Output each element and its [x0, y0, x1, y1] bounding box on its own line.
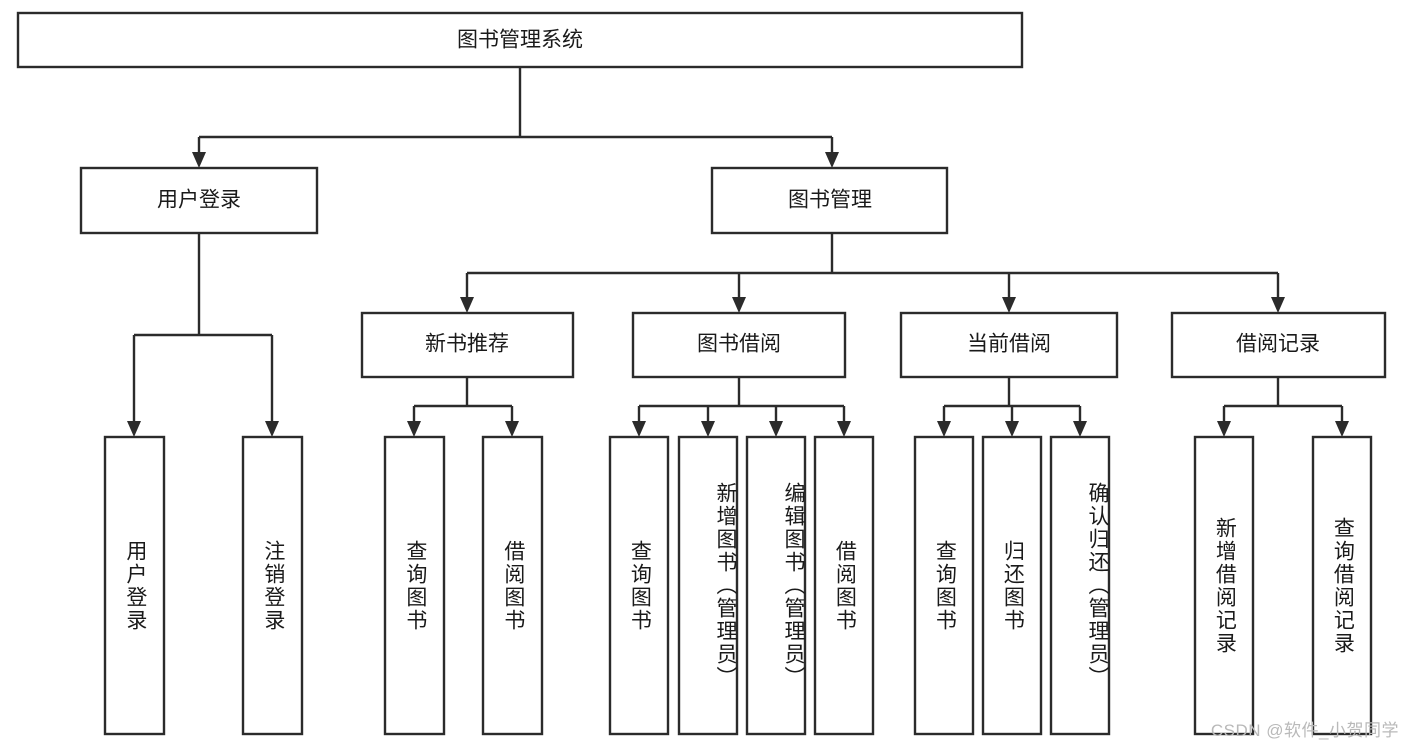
arrow-head-new-book-rec: [460, 297, 474, 313]
node-book-borrow[interactable]: 图书借阅: [631, 311, 847, 379]
node-book-manage[interactable]: 图书管理: [710, 166, 949, 235]
node-leaf-user-login-box[interactable]: [103, 435, 166, 736]
node-leaf-user-logout-box[interactable]: [241, 435, 304, 736]
arrow-head-leaf-rec-borrow-book: [505, 421, 519, 437]
node-current-borrow-box[interactable]: [899, 311, 1119, 379]
node-leaf-record-query-box[interactable]: [1311, 435, 1373, 736]
node-book-borrow-label: 图书借阅: [697, 333, 781, 356]
arrow-head-leaf-current-query-book: [937, 421, 951, 437]
arrow-head-leaf-borrow-add-book: [701, 421, 715, 437]
node-leaf-borrow-query-book-box[interactable]: [608, 435, 670, 736]
connector-new-book-rec-to-leaves: [412, 377, 514, 421]
node-user-login[interactable]: 用户登录: [79, 166, 319, 235]
node-leaf-current-confirm-return-box[interactable]: [1049, 435, 1111, 736]
arrow-head-leaf-borrow-edit-book: [769, 421, 783, 437]
node-root[interactable]: 图书管理系统: [16, 11, 1024, 69]
arrow-head-leaf-record-add: [1217, 421, 1231, 437]
node-leaf-record-add-box[interactable]: [1193, 435, 1255, 736]
node-book-manage-box[interactable]: [710, 166, 949, 235]
node-current-borrow-label: 当前借阅: [967, 333, 1051, 356]
node-leaf-borrow-add-book-box[interactable]: [677, 435, 739, 736]
node-user-login-label: 用户登录: [157, 189, 241, 212]
arrow-head-leaf-user-logout: [265, 421, 279, 437]
arrow-head-leaf-user-login: [127, 421, 141, 437]
node-leaf-rec-query-book-box[interactable]: [383, 435, 446, 736]
arrow-head-user-login: [192, 152, 206, 168]
arrow-head-leaf-current-confirm-return: [1073, 421, 1087, 437]
node-user-login-box[interactable]: [79, 166, 319, 235]
arrow-head-leaf-current-return-book: [1005, 421, 1019, 437]
node-borrow-record-label: 借阅记录: [1236, 333, 1320, 356]
node-new-book-rec-box[interactable]: [360, 311, 575, 379]
connector-book-manage-to-level3: [465, 233, 1280, 297]
connector-user-login-to-leaves: [132, 233, 274, 421]
node-borrow-record-box[interactable]: [1170, 311, 1387, 379]
arrow-head-leaf-rec-query-book: [407, 421, 421, 437]
connector-root-to-level2: [197, 67, 834, 152]
watermark-text: CSDN @软件_小贺同学: [1210, 721, 1399, 740]
arrow-head-leaf-borrow-borrow-book: [837, 421, 851, 437]
arrow-head-leaf-record-query: [1335, 421, 1349, 437]
node-current-borrow[interactable]: 当前借阅: [899, 311, 1119, 379]
arrow-head-leaf-borrow-query-book: [632, 421, 646, 437]
node-borrow-record[interactable]: 借阅记录: [1170, 311, 1387, 379]
node-new-book-rec-label: 新书推荐: [425, 333, 509, 356]
node-root-label: 图书管理系统: [457, 29, 583, 52]
node-root-box[interactable]: [16, 11, 1024, 69]
node-leaf-borrow-borrow-book-box[interactable]: [813, 435, 875, 736]
connector-current-borrow-to-leaves: [942, 377, 1082, 421]
connector-book-borrow-to-leaves: [637, 377, 846, 421]
arrow-head-current-borrow: [1002, 297, 1016, 313]
node-layer: 图书管理系统 用户登录 图书管理 新书推荐 图书借阅: [16, 11, 1387, 736]
arrow-head-borrow-record: [1271, 297, 1285, 313]
arrow-head-book-borrow: [732, 297, 746, 313]
node-leaf-borrow-edit-book-box[interactable]: [745, 435, 807, 736]
node-book-borrow-box[interactable]: [631, 311, 847, 379]
node-book-manage-label: 图书管理: [788, 189, 872, 212]
node-leaf-rec-borrow-book-box[interactable]: [481, 435, 544, 736]
node-leaf-current-return-book-box[interactable]: [981, 435, 1043, 736]
connector-borrow-record-to-leaves: [1222, 377, 1344, 421]
node-leaf-current-query-book-box[interactable]: [913, 435, 975, 736]
node-new-book-rec[interactable]: 新书推荐: [360, 311, 575, 379]
arrow-head-book-manage: [825, 152, 839, 168]
connector-layer: [127, 67, 1349, 437]
